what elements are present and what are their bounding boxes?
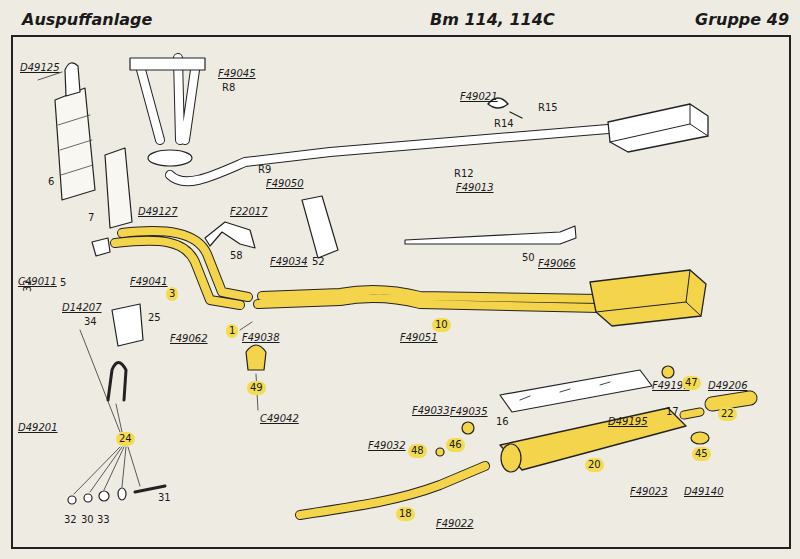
callout-number: 25 xyxy=(148,312,161,324)
part-code: F49050 xyxy=(266,178,304,190)
callout-number: 5 xyxy=(60,277,66,289)
part-code: F49062 xyxy=(170,333,208,345)
callout-number: R9 xyxy=(258,164,271,176)
part-code: F49045 xyxy=(218,68,256,80)
callout-number: R15 xyxy=(538,102,558,114)
part-code: F49038 xyxy=(242,332,280,344)
callout-number: 50 xyxy=(522,252,535,264)
part-code: D49140 xyxy=(684,486,724,498)
part-code: F49041 xyxy=(130,276,168,288)
part-code: F49033 xyxy=(412,405,450,417)
part-code: D49125 xyxy=(20,62,60,74)
callout-number: 17 xyxy=(666,406,679,418)
callout-number: 22 xyxy=(718,407,737,421)
part-code: F49034 xyxy=(270,256,308,268)
callout-number: 33 xyxy=(97,514,110,526)
page-number: 32 xyxy=(22,279,34,292)
callout-number: R8 xyxy=(222,82,235,94)
callout-number: 58 xyxy=(230,250,243,262)
part-code: F49022 xyxy=(436,518,474,530)
part-code: D49201 xyxy=(18,422,58,434)
part-code: F22017 xyxy=(230,206,268,218)
part-code: D49127 xyxy=(138,206,178,218)
callout-number: 24 xyxy=(116,432,135,446)
part-code: D49206 xyxy=(708,380,748,392)
part-code: F49066 xyxy=(538,258,576,270)
callout-number: 49 xyxy=(247,381,266,395)
callout-number: 52 xyxy=(312,256,325,268)
callout-number: 32 xyxy=(64,514,77,526)
callout-number: 30 xyxy=(81,514,94,526)
frame xyxy=(12,36,790,548)
callout-number: 7 xyxy=(88,212,94,224)
part-code: F49021 xyxy=(460,91,498,103)
callout-number: R14 xyxy=(494,118,514,130)
callout-number: 18 xyxy=(396,507,415,521)
callout-number: 20 xyxy=(585,458,604,472)
callout-number: 6 xyxy=(48,176,54,188)
callout-number: 16 xyxy=(496,416,509,428)
part-code: F49032 xyxy=(368,440,406,452)
callout-number: 3 xyxy=(166,287,178,301)
callout-number: 45 xyxy=(692,447,711,461)
header-text: Bm 114, 114C xyxy=(430,10,555,30)
part-code: F49013 xyxy=(456,182,494,194)
callout-number: 1 xyxy=(226,324,238,338)
lower-exhaust xyxy=(38,72,750,515)
part-code: F49051 xyxy=(400,332,438,344)
callout-number: 34 xyxy=(84,316,97,328)
callout-number: R12 xyxy=(454,168,474,180)
callout-number: 47 xyxy=(682,376,701,390)
callout-number: 46 xyxy=(446,438,465,452)
callout-number: 31 xyxy=(158,492,171,504)
part-code: F49035 xyxy=(450,406,488,418)
part-code: F49023 xyxy=(630,486,668,498)
callout-number: 48 xyxy=(408,444,427,458)
part-code: D14207 xyxy=(62,302,102,314)
part-code: C49042 xyxy=(260,413,299,425)
part-code: D49195 xyxy=(608,416,648,428)
header-text: Gruppe 49 xyxy=(695,10,789,30)
callout-number: 10 xyxy=(432,318,451,332)
page-title: Auspuffanlage xyxy=(22,10,152,30)
